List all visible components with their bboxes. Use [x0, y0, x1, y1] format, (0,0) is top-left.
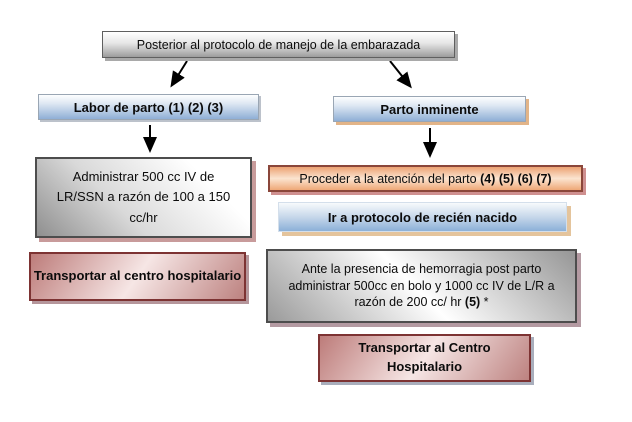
attend-birth-box: Proceder a la atención del parto (4) (5)… — [268, 165, 583, 192]
labor-de-parto-box: Labor de parto (1) (2) (3) — [38, 94, 259, 120]
transport-left-label: Transportar al centro hospitalario — [33, 268, 242, 284]
attend-birth-label: Proceder a la atención del parto (4) (5)… — [299, 172, 551, 186]
attend-birth-refs: (4) (5) (6) (7) — [480, 171, 552, 186]
labor-de-parto-label: Labor de parto (1) (2) (3) — [73, 99, 224, 115]
arrow-root-to-labor-icon — [170, 60, 188, 88]
hemorrhage-text: Ante la presencia de hemorragia post par… — [288, 262, 555, 310]
root-step-label: Posterior al protocolo de manejo de la e… — [136, 37, 421, 52]
iv-instruction-box: Administrar 500 cc IV de LR/SSN a razón … — [35, 157, 252, 238]
transport-right-box: Transportar al Centro Hospitalario — [318, 334, 531, 382]
parto-inminente-label: Parto inminente — [380, 101, 479, 117]
hemorrhage-label: Ante la presencia de hemorragia post par… — [280, 261, 563, 311]
transport-right-label: Transportar al Centro Hospitalario — [358, 340, 491, 374]
newborn-protocol-label: Ir a protocolo de recién nacido — [327, 209, 518, 225]
iv-instruction-label: Administrar 500 cc IV de LR/SSN a razón … — [56, 169, 231, 225]
arrow-root-to-inminente-icon — [389, 60, 412, 89]
newborn-protocol-box: Ir a protocolo de recién nacido — [278, 202, 567, 232]
attend-birth-text: Proceder a la atención del parto — [299, 171, 481, 186]
hemorrhage-ref: (5) — [464, 295, 481, 310]
hemorrhage-asterisk: * — [480, 295, 489, 310]
transport-left-box: Transportar al centro hospitalario — [29, 252, 246, 301]
hemorrhage-box: Ante la presencia de hemorragia post par… — [266, 249, 577, 323]
root-step-box: Posterior al protocolo de manejo de la e… — [102, 31, 455, 58]
parto-inminente-box: Parto inminente — [333, 96, 526, 122]
